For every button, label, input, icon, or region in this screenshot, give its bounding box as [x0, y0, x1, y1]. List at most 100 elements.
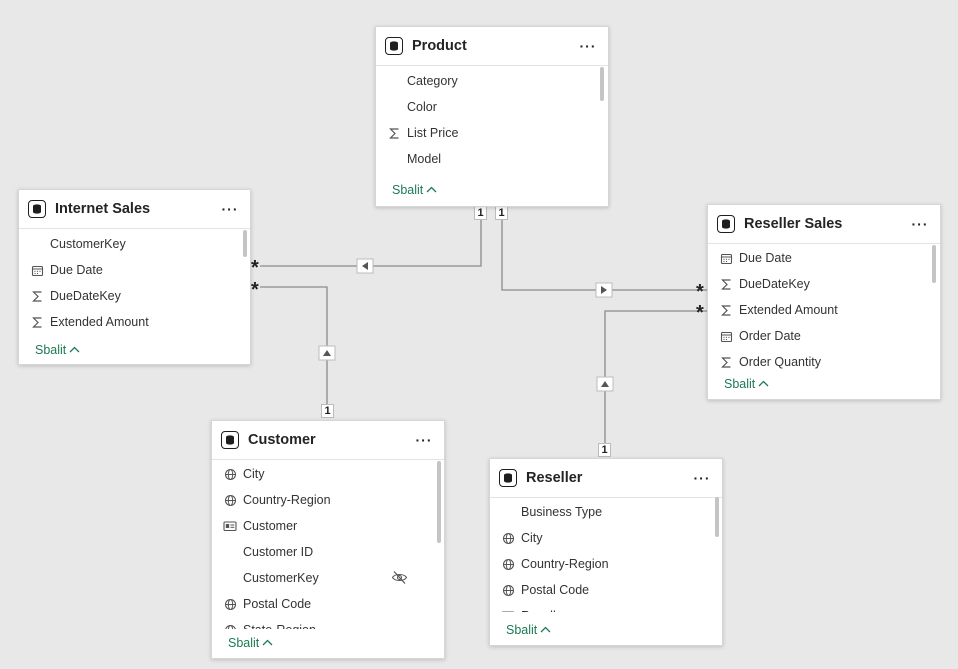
field-row[interactable]: Postal Code: [490, 577, 722, 603]
relationship-line-reseller-reseller-sales: [604, 310, 707, 443]
collapse-button[interactable]: Sbalit: [228, 636, 273, 650]
chevron-up-icon: [426, 184, 437, 196]
database-icon: [385, 37, 403, 55]
eye-off-icon[interactable]: [391, 570, 408, 588]
table-card-header[interactable]: Reseller Sales ···: [708, 205, 940, 244]
chevron-up-icon: [69, 344, 80, 356]
field-label: Extended Amount: [739, 303, 838, 317]
chevron-up-icon: [262, 637, 273, 649]
field-label: DueDateKey: [739, 277, 810, 291]
field-row[interactable]: State-Region: [212, 617, 444, 629]
sigma-icon: [718, 302, 734, 318]
sigma-icon: [386, 125, 402, 141]
scrollbar[interactable]: [243, 230, 247, 257]
field-row[interactable]: Reseller: [490, 603, 722, 612]
filter-direction-right-icon: [595, 282, 613, 298]
field-row[interactable]: Customer ID: [212, 539, 444, 565]
field-row[interactable]: Color: [376, 94, 608, 120]
field-label: Customer: [243, 519, 298, 533]
field-row[interactable]: Extended Amount: [19, 309, 250, 335]
field-row[interactable]: Due Date: [19, 257, 250, 283]
field-label: Reseller: [521, 609, 567, 612]
field-row[interactable]: Business Type: [490, 499, 722, 525]
more-options-button[interactable]: ···: [911, 216, 929, 232]
cardinality-one-badge: 1: [321, 404, 334, 418]
collapse-button[interactable]: Sbalit: [724, 377, 769, 391]
collapse-button[interactable]: Sbalit: [392, 183, 437, 197]
field-row[interactable]: DueDateKey: [19, 283, 250, 309]
field-row[interactable]: Postal Code: [212, 591, 444, 617]
field-icon-placeholder: [386, 151, 402, 167]
field-label: Customer ID: [243, 545, 314, 559]
field-row[interactable]: Order Quantity: [708, 349, 940, 375]
field-row[interactable]: Country-Region: [490, 551, 722, 577]
collapse-button[interactable]: Sbalit: [506, 623, 551, 637]
scrollbar[interactable]: [600, 67, 604, 101]
field-row[interactable]: Country-Region: [212, 487, 444, 513]
relationship-line-product-reseller-sales: [501, 219, 707, 291]
scrollbar[interactable]: [437, 461, 441, 543]
field-label: Country-Region: [521, 557, 609, 571]
table-title: Customer: [248, 432, 316, 448]
calendar-icon: [29, 262, 45, 278]
filter-direction-up-icon: [596, 376, 614, 392]
more-options-button[interactable]: ···: [221, 201, 239, 217]
field-row[interactable]: Extended Amount: [708, 297, 940, 323]
table-title: Product: [412, 38, 467, 54]
scrollbar[interactable]: [932, 245, 936, 283]
globe-icon: [222, 622, 238, 629]
table-title: Reseller Sales: [744, 216, 843, 232]
field-row[interactable]: DueDateKey: [708, 271, 940, 297]
field-label: Country-Region: [243, 493, 331, 507]
id-card-icon: [222, 518, 238, 534]
cardinality-many-badge: *: [251, 279, 259, 301]
field-icon-placeholder: [386, 99, 402, 115]
scrollbar[interactable]: [715, 497, 719, 537]
field-row[interactable]: CustomerKey: [19, 231, 250, 257]
collapse-button[interactable]: Sbalit: [35, 343, 80, 357]
database-icon: [499, 469, 517, 487]
field-icon-placeholder: [222, 544, 238, 560]
more-options-button[interactable]: ···: [579, 38, 597, 54]
field-label: List Price: [407, 126, 459, 140]
table-card-header[interactable]: Customer ···: [212, 421, 444, 460]
globe-icon: [500, 582, 516, 598]
more-options-button[interactable]: ···: [693, 470, 711, 486]
field-icon-placeholder: [29, 236, 45, 252]
field-row[interactable]: City: [490, 525, 722, 551]
sigma-icon: [718, 276, 734, 292]
database-icon: [717, 215, 735, 233]
more-options-button[interactable]: ···: [415, 432, 433, 448]
cardinality-one-badge: 1: [598, 443, 611, 457]
field-row[interactable]: Model: [376, 146, 608, 172]
globe-icon: [500, 530, 516, 546]
field-row[interactable]: CustomerKey: [212, 565, 444, 591]
cardinality-one-badge: 1: [495, 206, 508, 220]
field-row[interactable]: Due Date: [708, 245, 940, 271]
field-row[interactable]: City: [212, 461, 444, 487]
cardinality-many-badge: *: [251, 257, 259, 279]
table-title: Internet Sales: [55, 201, 151, 217]
globe-icon: [222, 596, 238, 612]
field-label: CustomerKey: [243, 571, 319, 585]
table-title: Reseller: [526, 470, 583, 486]
collapse-label: Sbalit: [506, 623, 538, 637]
field-row[interactable]: Customer: [212, 513, 444, 539]
table-card-header[interactable]: Product ···: [376, 27, 608, 66]
table-card-header[interactable]: Reseller ···: [490, 459, 722, 498]
globe-icon: [222, 466, 238, 482]
field-label: Order Quantity: [739, 355, 821, 369]
field-row[interactable]: Order Date: [708, 323, 940, 349]
table-card-header[interactable]: Internet Sales ···: [19, 190, 250, 229]
field-row[interactable]: Category: [376, 68, 608, 94]
field-row[interactable]: List Price: [376, 120, 608, 146]
